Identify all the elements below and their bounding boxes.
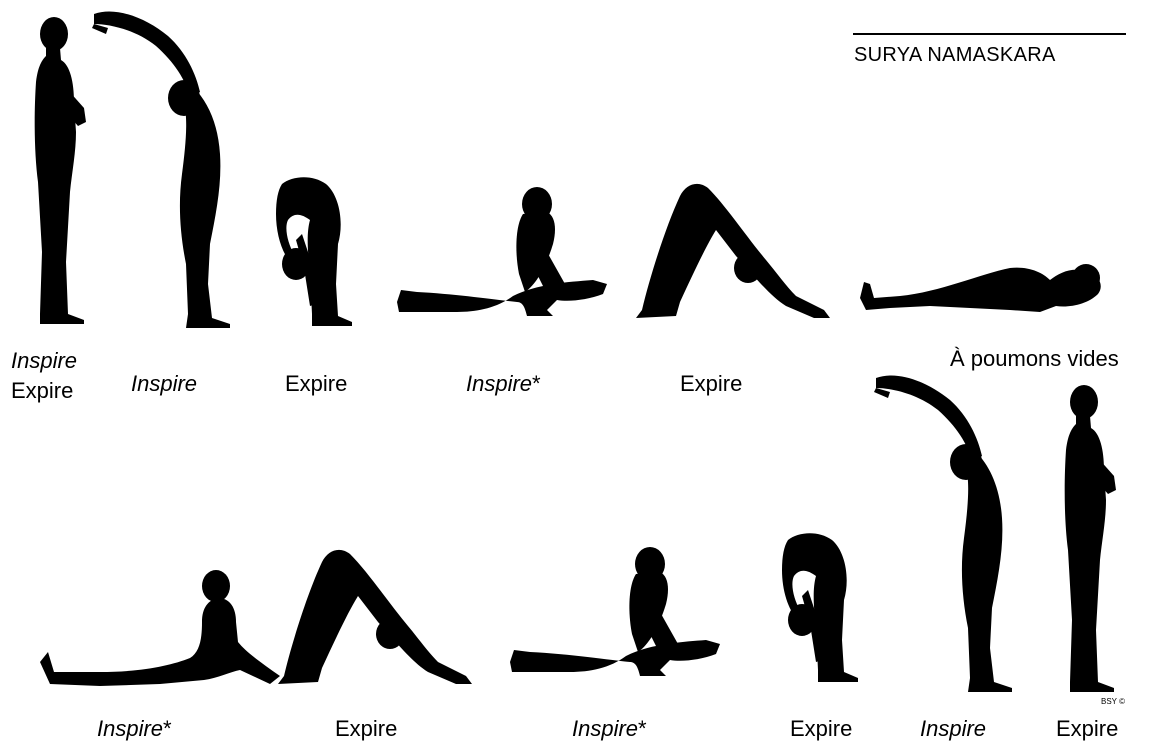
breath-label-6: À poumons vides bbox=[950, 344, 1119, 374]
breath-expire: Expire bbox=[11, 376, 77, 406]
breath-label-7: Inspire* bbox=[97, 714, 172, 744]
breath-expire: Expire bbox=[680, 371, 742, 396]
asterisk: * bbox=[163, 716, 172, 741]
breath-inspire: Inspire bbox=[920, 716, 986, 741]
standing-prayer-silhouette bbox=[35, 17, 86, 324]
breath-inspire: Inspire bbox=[131, 371, 197, 396]
breath-label-2: Inspire bbox=[131, 369, 197, 399]
breath-label-8: Expire bbox=[335, 714, 397, 744]
cobra-silhouette bbox=[40, 570, 280, 686]
asterisk: * bbox=[638, 716, 647, 741]
breath-empty-lungs: À poumons vides bbox=[950, 346, 1119, 371]
breath-label-1: Inspire Expire bbox=[11, 346, 77, 406]
breath-inspire: Inspire bbox=[11, 348, 77, 373]
breath-label-3: Expire bbox=[285, 369, 347, 399]
breath-expire: Expire bbox=[790, 716, 852, 741]
standing-forward-bend-silhouette bbox=[782, 533, 858, 682]
breath-label-10: Expire bbox=[790, 714, 852, 744]
breath-expire: Expire bbox=[335, 716, 397, 741]
low-lunge-silhouette bbox=[397, 187, 607, 316]
copyright-credit: BSY © bbox=[1101, 697, 1125, 706]
breath-expire: Expire bbox=[285, 371, 347, 396]
standing-prayer-silhouette bbox=[1065, 385, 1116, 692]
raised-arms-backbend-silhouette bbox=[874, 375, 1012, 692]
breath-inspire: Inspire bbox=[572, 716, 638, 741]
breath-expire: Expire bbox=[1056, 716, 1118, 741]
page-title: SURYA NAMASKARA bbox=[854, 44, 1056, 67]
standing-forward-bend-silhouette bbox=[276, 177, 352, 326]
downward-dog-silhouette bbox=[636, 184, 830, 318]
raised-arms-backbend-silhouette bbox=[92, 11, 230, 328]
breath-label-5: Expire bbox=[680, 369, 742, 399]
breath-inspire: Inspire bbox=[466, 371, 532, 396]
breath-inspire: Inspire bbox=[97, 716, 163, 741]
downward-dog-silhouette bbox=[278, 550, 472, 684]
breath-label-11: Inspire bbox=[920, 714, 986, 744]
asterisk: * bbox=[532, 371, 541, 396]
low-lunge-silhouette bbox=[510, 547, 720, 676]
title-rule bbox=[853, 33, 1126, 35]
eight-limbed-salute-silhouette bbox=[860, 264, 1101, 312]
breath-label-12: Expire bbox=[1056, 714, 1118, 744]
breath-label-9: Inspire* bbox=[572, 714, 647, 744]
breath-label-4: Inspire* bbox=[466, 369, 541, 399]
